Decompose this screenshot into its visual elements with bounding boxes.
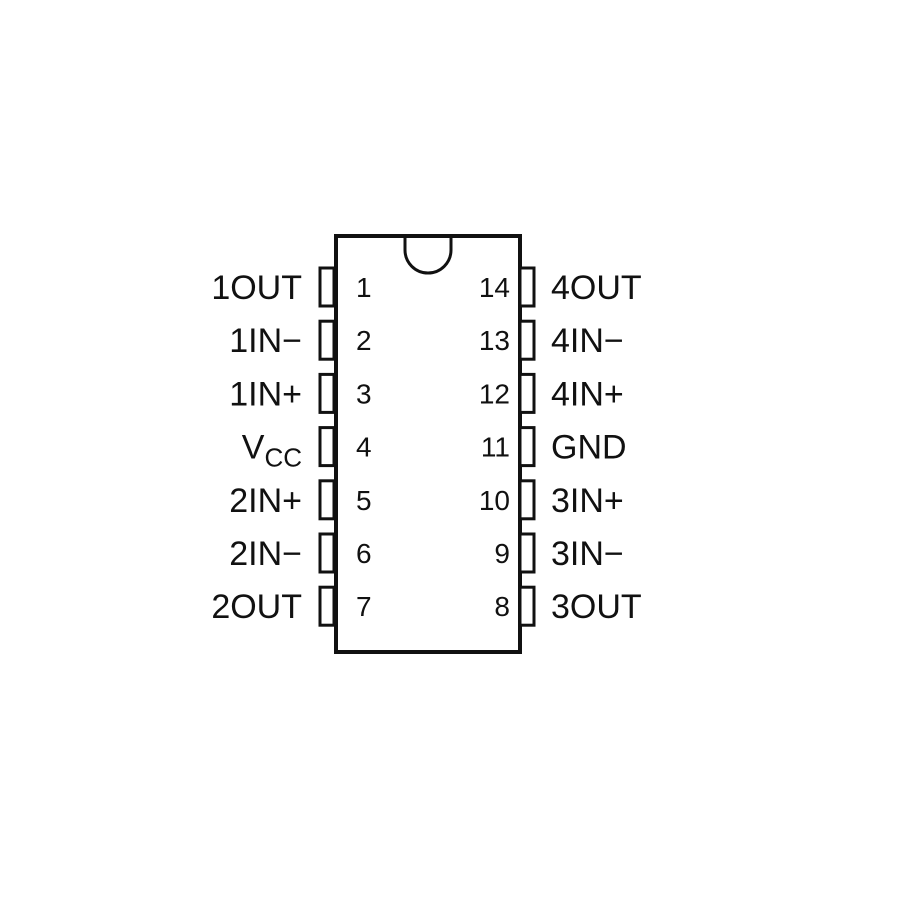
pin-label-11: GND [551,429,627,467]
pin-label-text: 4IN− [551,322,624,360]
pin-lead-3 [318,372,336,414]
pin-lead-8 [518,585,536,627]
pin-label-text: GND [551,429,627,467]
pin-number-7: 7 [356,591,372,622]
pin-label-12: 4IN+ [551,375,624,413]
pin-label-text: 2IN− [229,535,302,573]
pin-number-14: 14 [479,272,510,303]
pin-lead-14 [518,266,536,308]
pin-number-3: 3 [356,378,372,409]
pin-label-text: 1IN− [229,322,302,360]
pin-label-3: 1IN+ [229,375,302,413]
pin-lead-11 [518,426,536,468]
pin-label-subscript: CC [264,443,302,473]
pin-label-6: 2IN− [229,535,302,573]
pin-lead-2 [318,319,336,361]
pin-label-text: 2IN+ [229,482,302,520]
pin-label-2: 1IN− [229,322,302,360]
pin-lead-5 [318,479,336,521]
pin-label-4: VCC [242,429,302,473]
pin-label-13: 4IN− [551,322,624,360]
pin-number-8: 8 [494,591,510,622]
pin-number-1: 1 [356,272,372,303]
pin-label-5: 2IN+ [229,482,302,520]
pin-lead-12 [518,372,536,414]
pin1-notch [403,236,453,275]
pin-label-text: 1OUT [211,269,302,307]
pin-number-6: 6 [356,538,372,569]
left-pin-group: 1 1OUT 2 1IN− 3 1IN+ 4 VCC 5 2IN+ 6 2IN− 7 2OUT [211,266,372,627]
pin-lead-10 [518,479,536,521]
pin-lead-6 [318,532,336,574]
pin-lead-4 [318,426,336,468]
pin-label-8: 3OUT [551,588,642,626]
pin-label-text: 3IN+ [551,482,624,520]
pin-label-7: 2OUT [211,588,302,626]
pin-number-4: 4 [356,432,372,463]
pin-label-text: 1IN+ [229,375,302,413]
pin-label-1: 1OUT [211,269,302,307]
pin-lead-13 [518,319,536,361]
pin-label-text: V [242,429,265,467]
pin-number-9: 9 [494,538,510,569]
pin-label-text: 3OUT [551,588,642,626]
pin-number-5: 5 [356,485,372,516]
pin-label-10: 3IN+ [551,482,624,520]
pin-label-text: 4OUT [551,269,642,307]
ic-package-body [334,234,522,654]
pin-number-12: 12 [479,378,510,409]
pin-number-10: 10 [479,485,510,516]
pin-number-11: 11 [481,432,510,463]
pin-lead-9 [518,532,536,574]
pin-lead-1 [318,266,336,308]
pin-number-13: 13 [479,325,510,356]
pin-label-14: 4OUT [551,269,642,307]
pin-label-9: 3IN− [551,535,624,573]
pin-label-text: 3IN− [551,535,624,573]
pin-lead-7 [318,585,336,627]
pin-label-text: 4IN+ [551,375,624,413]
pin-number-2: 2 [356,325,372,356]
pin-label-text: 2OUT [211,588,302,626]
right-pin-group: 14 4OUT 13 4IN− 12 4IN+ 11 GND 10 3IN+ 9 3IN− 8 3OUT [479,266,642,627]
